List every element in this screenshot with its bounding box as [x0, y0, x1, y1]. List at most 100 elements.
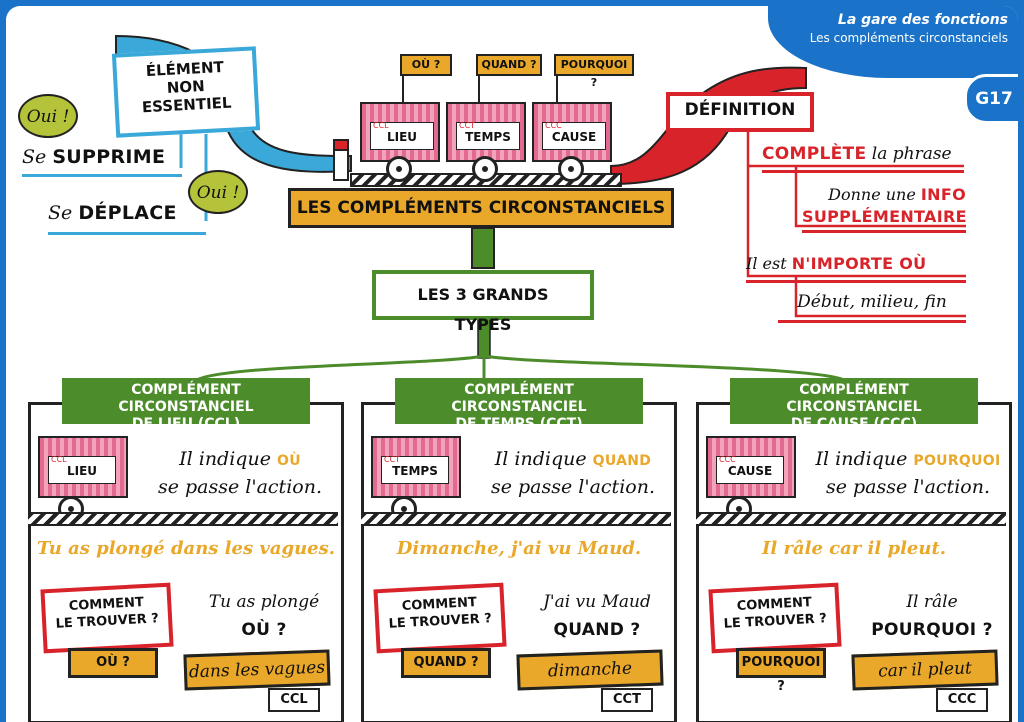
red-links	[746, 131, 966, 318]
indicator-question-word: OÙ	[277, 453, 301, 469]
mind-map-page: La gare des fonctions Les compléments ci…	[6, 6, 1018, 722]
def-complete-word: COMPLÈTE	[762, 144, 867, 164]
type-wagon-label: LIEU	[66, 464, 98, 478]
wagon-lieu-abbr: CCL	[373, 121, 389, 130]
wagon-lieu-label: LIEU	[386, 130, 418, 144]
type-wagon-abbr: CCT	[384, 455, 401, 464]
indicator-question-word: POURQUOI	[913, 453, 1001, 469]
flag-pole-3	[556, 74, 558, 104]
supprime-se: Se	[22, 146, 47, 168]
green-trunk	[471, 227, 495, 269]
buffer-cap	[333, 139, 349, 151]
types-title-box: LES 3 GRANDS TYPES	[372, 270, 594, 334]
indicator-rest: se passe l'action.	[157, 476, 322, 498]
lesson-code-badge: G17	[964, 74, 1018, 124]
non-essential-box: ÉLÉMENT NON ESSENTIEL	[111, 46, 261, 138]
type-header-line1: COMPLÉMENT CIRCONSTANCIEL	[118, 382, 254, 415]
type-question-word: QUAND ?	[553, 620, 641, 640]
type-answer: dans les vagues	[183, 649, 331, 691]
deplace-se: Se	[48, 202, 73, 224]
type-header-line2: DE TEMPS (CCT)	[455, 416, 583, 432]
def-position-text: Début, milieu, fin	[797, 292, 947, 312]
oui-bubble-1: Oui !	[18, 94, 78, 138]
main-title-bar: LES COMPLÉMENTS CIRCONSTANCIELS	[288, 188, 674, 228]
type-header-line2: DE LIEU (CCL)	[131, 416, 241, 432]
type-header-line2: DE CAUSE (CCC)	[790, 416, 918, 432]
definition-box: DÉFINITION	[666, 92, 814, 132]
type-indicator: Il indique POURQUOI se passe l'action.	[812, 446, 1004, 500]
indicator-rest: se passe l'action.	[825, 476, 990, 498]
def-row-info: Donne une INFO SUPPLÉMENTAIRE	[802, 184, 966, 233]
type-example: Il râle car il pleut.	[761, 538, 947, 559]
type-answer: dimanche	[516, 649, 664, 691]
type-question-sentence: Tu as plongé	[208, 592, 320, 612]
type-header-line1: COMPLÉMENT CIRCONSTANCIEL	[451, 382, 587, 415]
wagon-cause-abbr: CCC	[545, 121, 562, 130]
def-anywhere-word: N'IMPORTE OÙ	[791, 254, 927, 273]
deplace-line: Se DÉPLACE	[48, 202, 206, 235]
def-info-lead: Donne une	[828, 185, 916, 204]
wagon-temps-label: TEMPS	[465, 130, 511, 144]
type-question-word: OÙ ?	[241, 620, 287, 640]
def-info-word: INFO	[920, 185, 966, 204]
type-indicator: Il indique OÙ se passe l'action.	[144, 446, 336, 500]
type-tag: CCT	[601, 688, 653, 712]
flag-pole-1	[402, 74, 404, 104]
type-rail	[361, 512, 671, 526]
indicator-rest: se passe l'action.	[490, 476, 655, 498]
supprime-word: SUPPRIME	[52, 146, 166, 168]
flag-ou: OÙ ?	[400, 54, 452, 76]
header-subtitle: Les compléments circonstanciels	[809, 31, 1008, 45]
flag-pole-2	[478, 74, 480, 104]
def-complete-rest: la phrase	[871, 144, 952, 164]
type-answer: car il pleut	[851, 649, 999, 691]
type-question-sentence: J'ai vu Maud	[543, 592, 651, 612]
indicator-lead: Il indique	[815, 448, 908, 470]
wagon-cause-label: CAUSE	[551, 130, 597, 144]
type-example: Tu as plongé dans les vagues.	[36, 538, 336, 559]
def-row-complete: COMPLÈTE la phrase	[762, 144, 964, 173]
header-title: La gare des fonctions	[837, 12, 1008, 28]
def-info-word2: SUPPLÉMENTAIRE	[802, 207, 967, 226]
how-to-question-flag: OÙ ?	[68, 648, 158, 678]
type-header-line1: COMPLÉMENT CIRCONSTANCIEL	[786, 382, 922, 415]
wheel-icon	[558, 156, 584, 182]
flag-quand: QUAND ?	[476, 54, 542, 76]
type-wagon-abbr: CCC	[719, 455, 736, 464]
type-question-sentence: Il râle	[906, 592, 958, 612]
indicator-lead: Il indique	[179, 448, 271, 470]
type-tag: CCC	[936, 688, 988, 712]
deplace-word: DÉPLACE	[78, 202, 177, 224]
wheel-icon	[472, 156, 498, 182]
how-to-question-flag: POURQUOI ?	[736, 648, 826, 694]
type-rail	[696, 512, 1006, 526]
wheel-icon	[386, 156, 412, 182]
flag-pourquoi: POURQUOI ?	[554, 54, 634, 89]
oui-bubble-2: Oui !	[188, 170, 248, 214]
type-tag: CCL	[268, 688, 320, 712]
indicator-lead: Il indique	[494, 448, 587, 470]
def-anywhere-lead: Il est	[746, 254, 787, 273]
def-row-position: Début, milieu, fin	[778, 292, 966, 323]
type-question-word: POURQUOI ?	[871, 620, 993, 640]
wagon-temps-abbr: CCT	[459, 121, 476, 130]
supprime-line: Se SUPPRIME	[22, 146, 182, 177]
type-wagon-label: CAUSE	[727, 464, 773, 478]
